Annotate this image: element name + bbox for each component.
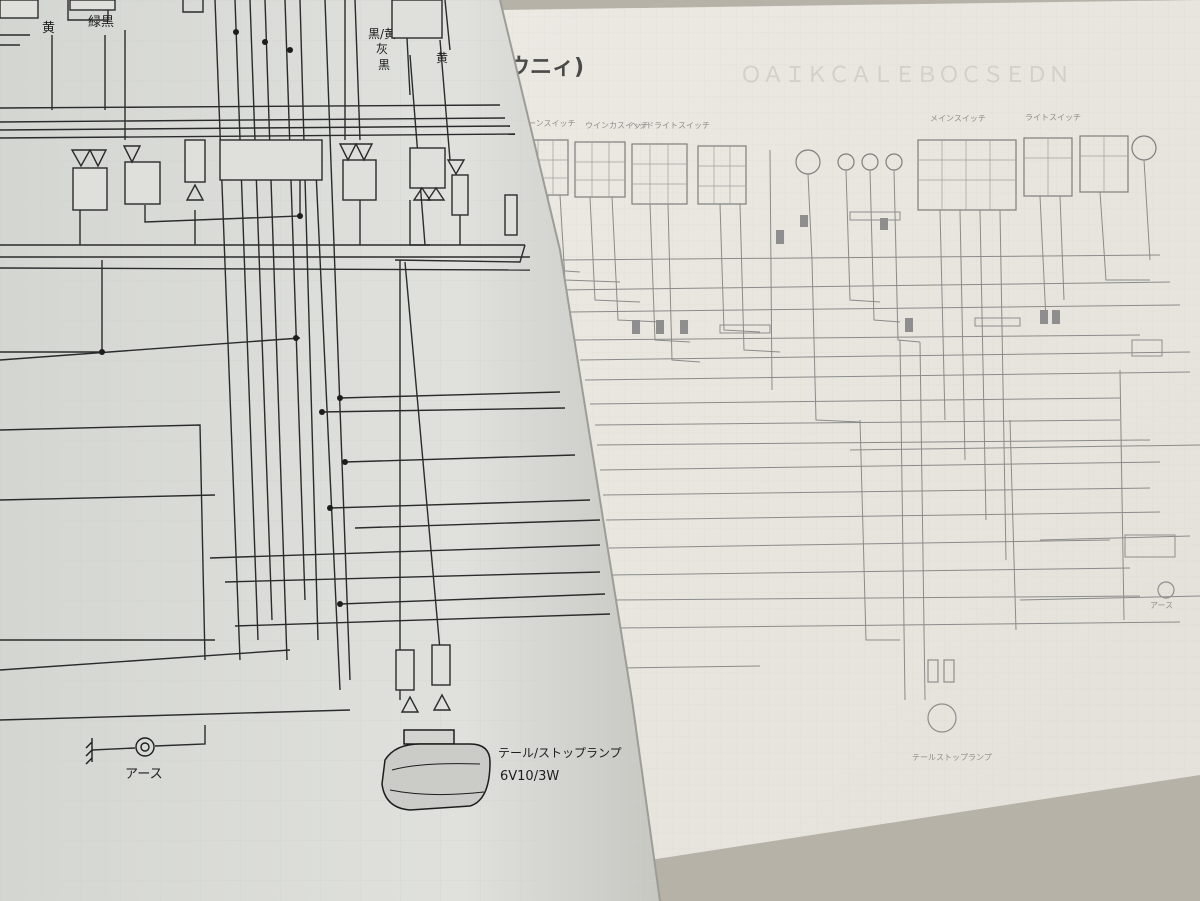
tail-lamp-icon — [381, 729, 491, 811]
wire-label-green-black: 緑黒 — [88, 15, 114, 30]
right-label-4: ライトスイッチ — [1025, 113, 1081, 122]
right-title: ウニィ) — [508, 55, 584, 80]
right-label-0: ホーンスイッチ — [520, 119, 575, 128]
tail-lamp-label: テール/ストップランプ — [498, 746, 622, 760]
tail-lamp-spec: 6V10/3W — [500, 769, 559, 784]
ground-symbol-icon — [85, 737, 155, 765]
wire-label-black: 黒 — [378, 58, 390, 72]
wire-label-yellow: 黄 — [42, 21, 55, 36]
right-page: ＯＡＩＫＣＡＬＥＢＯＣＳＥＤＮ ウニィ) ホーンスイッチ ウインカスイッチ ヘッ… — [500, 0, 1200, 860]
right-ground-label: アース — [1150, 601, 1173, 610]
right-label-1: ウインカスイッチ — [585, 121, 649, 130]
right-label-3: メインスイッチ — [930, 114, 986, 123]
left-page: 黄 緑黒 黒/黄 灰 黒 黄 — [0, 0, 661, 901]
right-label-2: ヘッドライトスイッチ — [630, 121, 710, 130]
ground-label: アース — [125, 767, 163, 782]
svg-text:ＯＡＩＫＣＡＬＥＢＯＣＳＥＤＮ: ＯＡＩＫＣＡＬＥＢＯＣＳＥＤＮ — [740, 63, 1070, 88]
wire-label-black-yellow: 黒/黄 — [368, 27, 396, 41]
right-tail-label: テールストップランプ — [912, 753, 992, 762]
wire-label-gray: 灰 — [376, 42, 388, 56]
